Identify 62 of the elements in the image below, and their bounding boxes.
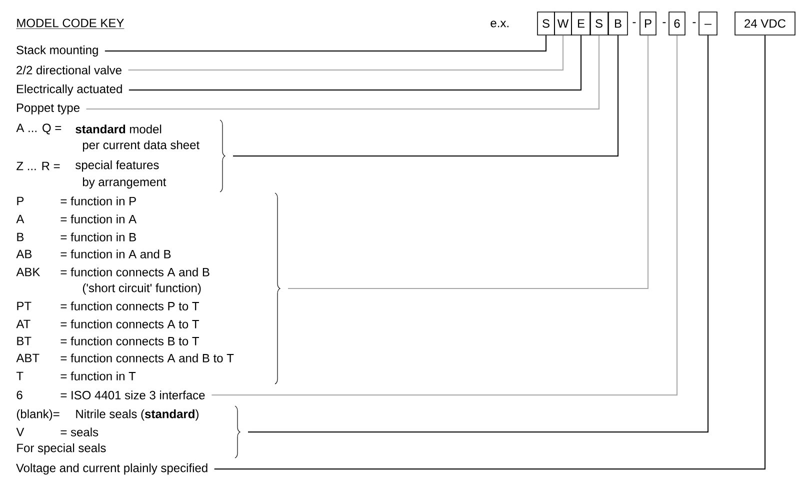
description-text: Electrically actuated: [17, 84, 122, 96]
title: MODEL CODE KEY: [16, 18, 124, 29]
leader-line: [288, 34, 648, 289]
description-text: = function in A: [60, 214, 137, 224]
code-text: ABK: [16, 268, 40, 276]
code-text: ABT: [16, 354, 40, 362]
description-text: = function connects A and B to T: [60, 354, 234, 362]
description-text: Stack mounting: [16, 45, 98, 57]
leader-line: [104, 34, 546, 52]
description-text: Voltage and current plainly specified: [16, 463, 208, 475]
description-text: = function connects P to T: [60, 302, 199, 310]
code-text: AB: [16, 250, 32, 258]
code-text: (blank)=: [16, 409, 60, 421]
code-box: W: [554, 12, 572, 36]
code-box: B: [608, 12, 628, 36]
description-text: by arrangement: [82, 177, 166, 189]
description-text: = ISO 4401 size 3 interface: [60, 390, 205, 400]
description-text: Nitrile seals (standard): [76, 409, 198, 421]
leader-line: [211, 34, 678, 396]
code-text: V: [16, 428, 24, 436]
description-text: = function in T: [60, 372, 136, 380]
description-text: = function in P: [60, 196, 136, 206]
code-text: A: [16, 214, 24, 224]
description-text: Poppet type: [17, 104, 80, 114]
code-text: Z ... R =: [16, 162, 60, 170]
code-text: A ... Q =: [16, 124, 62, 134]
code-box: 24 VDC: [734, 12, 796, 36]
code-box: S: [590, 12, 608, 36]
separator-dash: -: [632, 22, 636, 24]
leader-line: [86, 34, 600, 110]
code-text: BT: [17, 336, 32, 346]
description-text: = function in A and B: [60, 250, 171, 258]
description-text: 2/2 directional valve: [16, 66, 122, 74]
description-text: special features: [76, 160, 159, 172]
description-text: ('short circuit' function): [82, 283, 201, 295]
leader-line: [128, 34, 564, 70]
description-text: standard model: [76, 124, 162, 134]
description-text: = function connects A and B: [60, 268, 210, 276]
description-text: = seals: [60, 428, 98, 436]
description-text: = function in B: [60, 232, 136, 242]
leader-line: [248, 34, 708, 432]
example-label: e.x.: [490, 20, 508, 28]
code-text: T: [16, 372, 24, 380]
code-box: E: [571, 12, 591, 36]
code-text: 6: [16, 390, 22, 400]
code-text: AT: [16, 320, 30, 328]
separator-dash: -: [662, 22, 666, 24]
leader-line: [232, 34, 618, 156]
description-text: For special seals: [17, 443, 106, 455]
description-text: = function connects B to T: [60, 336, 199, 346]
leader-line: [128, 34, 582, 90]
code-box: P: [640, 12, 656, 36]
separator-dash: -: [692, 22, 696, 24]
description-text: per current data sheet: [82, 140, 200, 152]
code-box: 6: [668, 12, 686, 36]
code-box: _: [698, 12, 718, 36]
code-text: B: [17, 232, 24, 242]
code-text: PT: [17, 302, 32, 310]
description-text: = function connects A to T: [60, 320, 199, 328]
code-box: S: [537, 12, 555, 36]
leader-line: [214, 34, 766, 470]
code-text: P: [17, 196, 24, 206]
